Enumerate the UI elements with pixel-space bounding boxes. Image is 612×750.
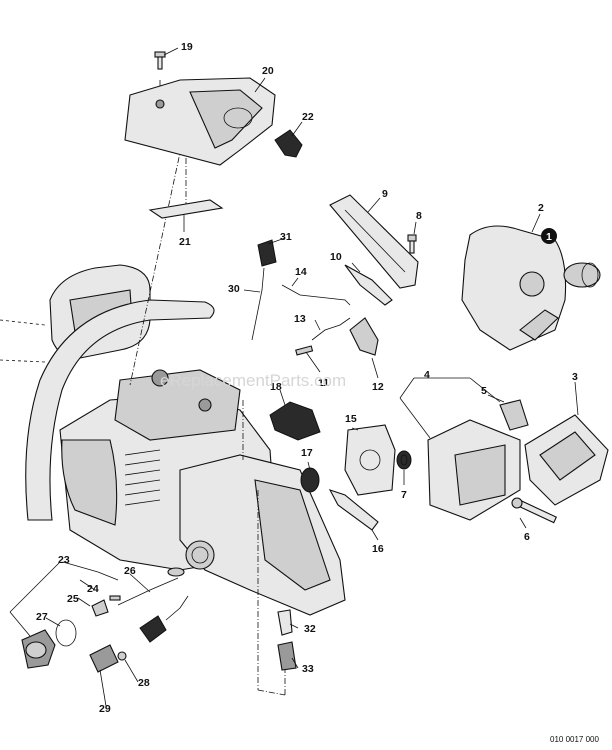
part-13-spring	[311, 317, 351, 341]
label-part-3: 3	[572, 371, 578, 383]
label-part-32: 32	[304, 623, 316, 635]
label-part-18: 18	[270, 381, 282, 393]
part-5-clip	[499, 399, 529, 431]
part-22-knob	[274, 129, 303, 158]
part-28-washer	[117, 651, 127, 661]
label-part-30: 30	[228, 283, 240, 295]
label-part-23: 23	[58, 554, 70, 566]
leader-lines	[9, 47, 579, 707]
part-20-top-cover	[124, 77, 276, 166]
label-part-2: 2	[538, 202, 544, 214]
label-part-25: 25	[67, 593, 79, 605]
part-16-bracket	[328, 489, 379, 531]
label-part-16: 16	[372, 543, 384, 555]
part-31-grommet	[257, 239, 277, 267]
label-part-8: 8	[416, 210, 422, 222]
label-part-33: 33	[302, 663, 314, 675]
label-part-27: 27	[36, 611, 48, 623]
label-part-1: 1	[546, 231, 552, 243]
part-19-screw	[154, 51, 166, 70]
part-1-cap	[563, 262, 601, 288]
part-17-bushing	[300, 467, 320, 493]
label-part-5: 5	[481, 385, 487, 397]
part-26-line	[117, 577, 179, 606]
label-part-28: 28	[138, 677, 150, 689]
part-15-carburetor	[344, 424, 396, 496]
part-4-filter-base	[427, 419, 521, 521]
part-14-rod	[281, 284, 351, 306]
label-part-10: 10	[330, 251, 342, 263]
label-part-22: 22	[302, 111, 314, 123]
part-29-filter	[89, 644, 119, 673]
label-part-21: 21	[179, 236, 191, 248]
part-30-fuel-line	[251, 267, 265, 341]
label-part-17: 17	[301, 447, 313, 459]
watermark: eReplacementParts.com	[160, 371, 346, 390]
part-6-bolt	[511, 497, 558, 524]
label-part-15: 15	[345, 413, 357, 425]
part-10-lever	[344, 264, 393, 306]
part-27-oring	[55, 619, 77, 647]
part-27-cap	[21, 629, 56, 669]
label-part-6: 6	[524, 531, 530, 543]
part-12-trigger	[349, 317, 379, 356]
guide-bar-outline	[0, 319, 46, 363]
label-part-9: 9	[382, 188, 388, 200]
label-part-13: 13	[294, 313, 306, 325]
part-25-fitting	[91, 599, 109, 617]
part-9-guide	[329, 194, 419, 289]
label-part-14: 14	[295, 266, 307, 278]
part-33-plug	[277, 641, 297, 671]
part-labels: 19 20 22 21 9 8 2 1 31 10 14 30 13 11 12…	[36, 41, 578, 715]
part-2-filter-cover	[461, 225, 567, 351]
label-part-26: 26	[124, 565, 136, 577]
part-18-boot	[269, 401, 321, 441]
part-28-spring	[139, 615, 167, 643]
part-8-screw	[407, 234, 417, 254]
part-1-badge	[541, 228, 557, 244]
label-part-19: 19	[181, 41, 193, 53]
part-24-pin	[109, 595, 121, 601]
part-7-oring	[396, 450, 412, 470]
label-part-29: 29	[99, 703, 111, 715]
part-21-gasket	[148, 199, 224, 219]
label-part-31: 31	[280, 231, 292, 243]
label-part-12: 12	[372, 381, 384, 393]
label-part-7: 7	[401, 489, 407, 501]
part-32-plug	[277, 609, 293, 636]
chainsaw-body	[25, 264, 346, 616]
label-part-24: 24	[87, 583, 99, 595]
label-part-20: 20	[262, 65, 274, 77]
part-11-pin	[295, 345, 314, 356]
drawing-code: 010 0017 000	[550, 735, 599, 744]
label-part-4: 4	[424, 369, 430, 381]
label-part-11: 11	[318, 377, 329, 389]
part-3-filter	[524, 414, 609, 506]
